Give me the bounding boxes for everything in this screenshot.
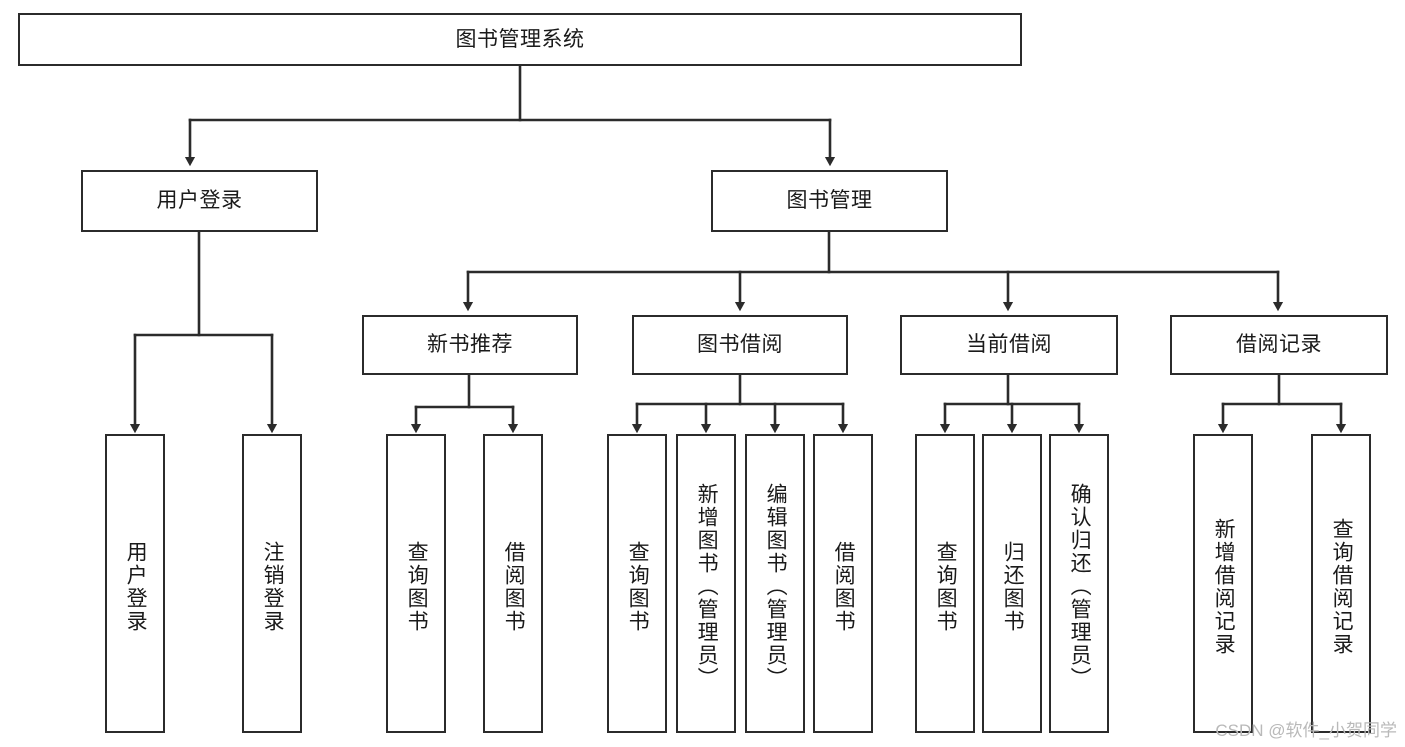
node-leaf-edit-book[interactable]: 编辑图书（管理员）: [745, 434, 805, 733]
node-leaf-add-book-label: 新增图书（管理员）: [695, 483, 719, 690]
node-user-login-label: 用户登录: [156, 189, 243, 213]
node-leaf-return-book-label: 归还图书: [1001, 540, 1025, 633]
node-leaf-confirm-return[interactable]: 确认归还（管理员）: [1049, 434, 1109, 733]
node-leaf-borrow-book-2[interactable]: 借阅图书: [813, 434, 873, 733]
node-leaf-query-record[interactable]: 查询借阅记录: [1311, 434, 1371, 733]
node-leaf-return-book[interactable]: 归还图书: [982, 434, 1042, 733]
node-leaf-query-book-2[interactable]: 查询图书: [607, 434, 667, 733]
node-leaf-borrow-book-2-label: 借阅图书: [832, 540, 856, 633]
node-book-borrow-label: 图书借阅: [697, 333, 783, 357]
node-new-book-rec-label: 新书推荐: [427, 333, 513, 357]
node-new-book-rec[interactable]: 新书推荐: [362, 315, 578, 375]
node-leaf-query-book-2-label: 查询图书: [626, 540, 650, 633]
node-current-borrow-label: 当前借阅: [966, 333, 1052, 357]
node-borrow-record[interactable]: 借阅记录: [1170, 315, 1388, 375]
node-root-label: 图书管理系统: [455, 27, 585, 51]
node-book-borrow[interactable]: 图书借阅: [632, 315, 848, 375]
node-leaf-confirm-return-label: 确认归还（管理员）: [1068, 483, 1092, 690]
node-leaf-query-book-3-label: 查询图书: [934, 540, 958, 633]
node-leaf-query-book-3[interactable]: 查询图书: [915, 434, 975, 733]
node-leaf-logout-login-label: 注销登录: [261, 540, 285, 633]
node-root[interactable]: 图书管理系统: [18, 13, 1022, 66]
node-borrow-record-label: 借阅记录: [1236, 333, 1322, 357]
node-leaf-query-record-label: 查询借阅记录: [1330, 517, 1354, 656]
node-leaf-borrow-book-1-label: 借阅图书: [502, 540, 526, 633]
node-leaf-add-record-label: 新增借阅记录: [1212, 517, 1236, 656]
node-book-manage[interactable]: 图书管理: [711, 170, 948, 232]
node-leaf-logout-login[interactable]: 注销登录: [242, 434, 302, 733]
node-book-manage-label: 图书管理: [786, 189, 873, 213]
node-user-login[interactable]: 用户登录: [81, 170, 318, 232]
node-leaf-borrow-book-1[interactable]: 借阅图书: [483, 434, 543, 733]
node-leaf-query-book-1[interactable]: 查询图书: [386, 434, 446, 733]
node-leaf-user-login[interactable]: 用户登录: [105, 434, 165, 733]
node-leaf-user-login-label: 用户登录: [124, 540, 148, 633]
node-current-borrow[interactable]: 当前借阅: [900, 315, 1118, 375]
node-leaf-add-book[interactable]: 新增图书（管理员）: [676, 434, 736, 733]
node-leaf-query-book-1-label: 查询图书: [405, 540, 429, 633]
node-leaf-edit-book-label: 编辑图书（管理员）: [764, 483, 788, 690]
node-leaf-add-record[interactable]: 新增借阅记录: [1193, 434, 1253, 733]
